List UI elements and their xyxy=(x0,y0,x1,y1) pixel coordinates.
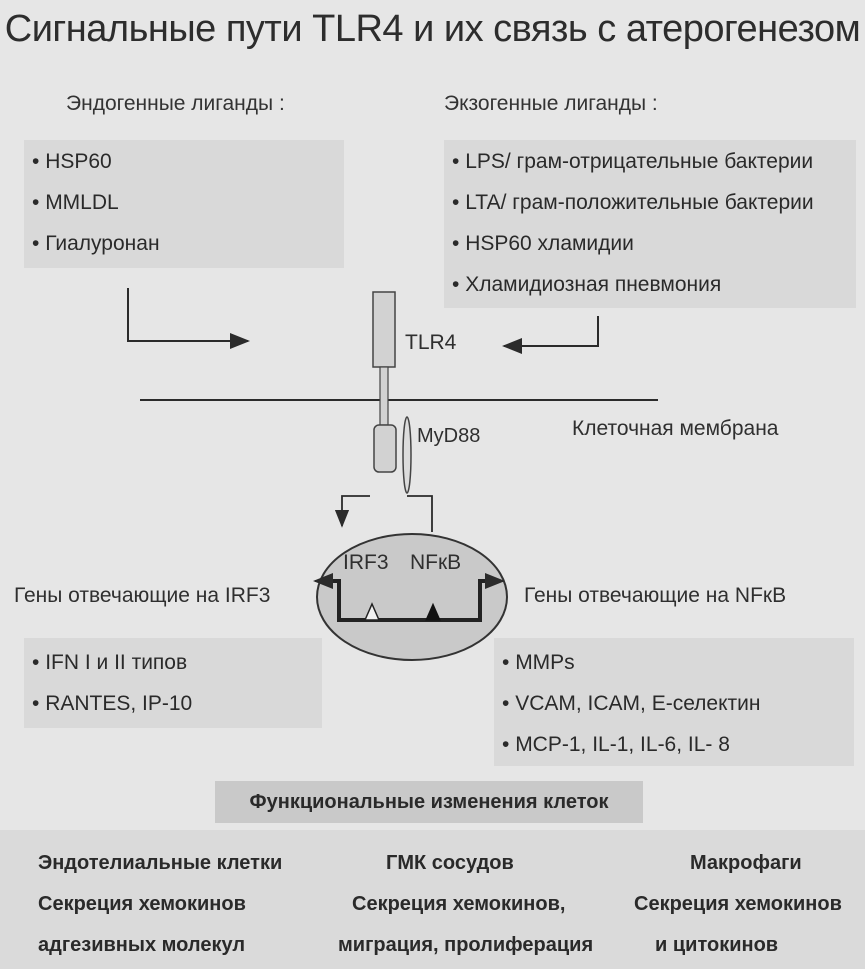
column-2-line-3: миграция, пролиферация xyxy=(338,934,594,956)
exogenous-list: LPS/ грам-отрицательные бактерии LTA/ гр… xyxy=(444,140,856,305)
nfkb-genes-box: MMPs VCAM, ICAM, E-селектин MCP-1, IL-1,… xyxy=(494,638,854,766)
exogenous-arrow xyxy=(502,316,599,354)
nfkb-genes-heading: Гены отвечающие на NFкB xyxy=(524,584,787,607)
endogenous-arrow xyxy=(127,288,250,349)
irf3-binding-site xyxy=(363,602,381,621)
column-2-line-2: Секреция хемокинов, xyxy=(352,893,566,915)
nfkb-genes-list: MMPs VCAM, ICAM, E-селектин MCP-1, IL-1,… xyxy=(494,638,854,765)
exogenous-box: LPS/ грам-отрицательные бактерии LTA/ гр… xyxy=(444,140,856,308)
irf3-genes-heading: Гены отвечающие на IRF3 xyxy=(14,584,271,607)
list-item: IFN I и II типов xyxy=(32,642,322,683)
list-item: HSP60 хламидии xyxy=(452,223,856,264)
tlr4-intracellular-domain xyxy=(373,424,397,473)
endogenous-heading: Эндогенные лиганды : xyxy=(66,92,285,115)
irf3-genes-list: IFN I и II типов RANTES, IP-10 xyxy=(24,638,322,724)
nfkb-binding-site xyxy=(425,602,441,621)
list-item: MCP-1, IL-1, IL-6, IL- 8 xyxy=(502,724,854,765)
arrow-to-nfkb xyxy=(407,495,433,532)
list-item: MMLDL xyxy=(32,182,344,223)
list-item: MMPs xyxy=(502,642,854,683)
list-item: RANTES, IP-10 xyxy=(32,683,322,724)
list-item: Гиалуронан xyxy=(32,223,344,264)
nfkb-label: NFкB xyxy=(410,551,462,574)
tlr4-stalk xyxy=(379,366,389,426)
list-item: HSP60 xyxy=(32,141,344,182)
functional-changes-box xyxy=(0,830,865,969)
promoter-line xyxy=(324,579,494,622)
list-item: VCAM, ICAM, E-селектин xyxy=(502,683,854,724)
nucleus-ellipse xyxy=(316,533,508,661)
column-3-line-2: Секреция хемокинов xyxy=(634,893,842,915)
myd88-label: MyD88 xyxy=(417,425,481,447)
column-2-title: ГМК сосудов xyxy=(386,852,514,874)
exogenous-heading: Экзогенные лиганды : xyxy=(444,92,658,115)
irf3-genes-box: IFN I и II типов RANTES, IP-10 xyxy=(24,638,322,728)
list-item: LPS/ грам-отрицательные бактерии xyxy=(452,141,856,182)
column-3-title: Макрофаги xyxy=(690,852,802,874)
endogenous-list: HSP60 MMLDL Гиалуронан xyxy=(24,140,344,264)
endogenous-box: HSP60 MMLDL Гиалуронан xyxy=(24,140,344,268)
list-item: LTA/ грам-положительные бактерии xyxy=(452,182,856,223)
myd88-shape xyxy=(402,416,412,494)
tlr4-receptor xyxy=(372,291,396,368)
column-1-line-3: адгезивных молекул xyxy=(38,934,246,956)
tlr4-label: TLR4 xyxy=(405,331,457,354)
column-3-line-3: и цитокинов xyxy=(655,934,779,956)
functional-changes-heading: Функциональные изменения клеток xyxy=(215,781,643,823)
arrow-to-irf3 xyxy=(334,495,370,528)
column-1-line-2: Секреция хемокинов xyxy=(38,893,246,915)
column-1-title: Эндотелиальные клетки xyxy=(38,852,283,874)
membrane-label: Клеточная мембрана xyxy=(572,417,779,440)
page-title: Сигнальные пути TLR4 и их связь с атерог… xyxy=(4,8,861,50)
irf3-label: IRF3 xyxy=(343,551,389,574)
list-item: Хламидиозная пневмония xyxy=(452,264,856,305)
